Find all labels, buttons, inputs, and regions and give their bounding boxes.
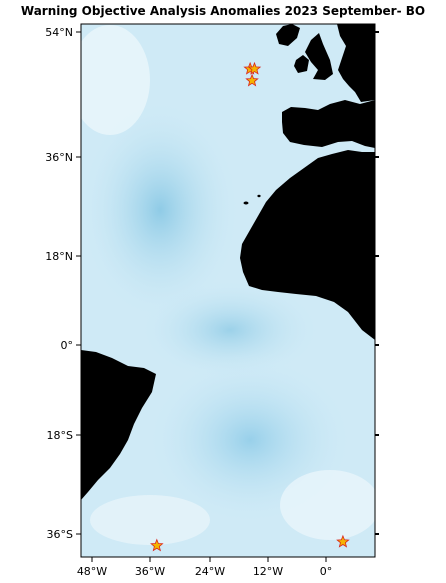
land-canary-islands <box>243 201 249 205</box>
star-icon <box>247 61 262 75</box>
lon-label-12w: 12°W <box>253 565 283 578</box>
lat-label-36s: 36°S <box>47 528 73 541</box>
lat-label-36n: 36°N <box>45 151 73 164</box>
land-iceland <box>276 24 300 46</box>
land-africa <box>240 150 375 340</box>
map-frame <box>80 23 376 558</box>
lat-label-18n: 18°N <box>45 250 73 263</box>
land-europe-north <box>337 24 375 102</box>
map-title: Warning Objective Analysis Anomalies 202… <box>20 4 426 18</box>
land-madeira <box>257 194 261 198</box>
map-canvas <box>81 24 375 557</box>
star-icon <box>336 534 350 548</box>
ocean-anomaly-north <box>81 100 240 320</box>
land-ireland <box>294 55 309 73</box>
lat-label-0: 0° <box>61 339 74 352</box>
lat-label-54n: 54°N <box>45 26 73 39</box>
land-iberia <box>282 100 375 148</box>
ocean-light-patch-south <box>90 495 210 545</box>
lat-label-18s: 18°S <box>47 429 73 442</box>
ocean-light-patch-east <box>280 470 375 540</box>
land <box>81 24 375 500</box>
star-icon <box>150 538 164 552</box>
longitude-axis: 48°W 36°W 24°W 12°W 0° <box>77 557 332 578</box>
latitude-axis: 54°N 36°N 18°N 0° 18°S 36°S <box>45 26 379 541</box>
ocean-light-patch-north <box>81 25 150 135</box>
land-south-america <box>81 350 156 500</box>
land-great-britain <box>305 33 333 80</box>
lon-label-0: 0° <box>320 565 333 578</box>
star-icon <box>245 73 259 87</box>
warning-markers <box>150 61 350 552</box>
lon-label-24w: 24°W <box>195 565 225 578</box>
lon-label-48w: 48°W <box>77 565 107 578</box>
lon-label-36w: 36°W <box>135 565 165 578</box>
